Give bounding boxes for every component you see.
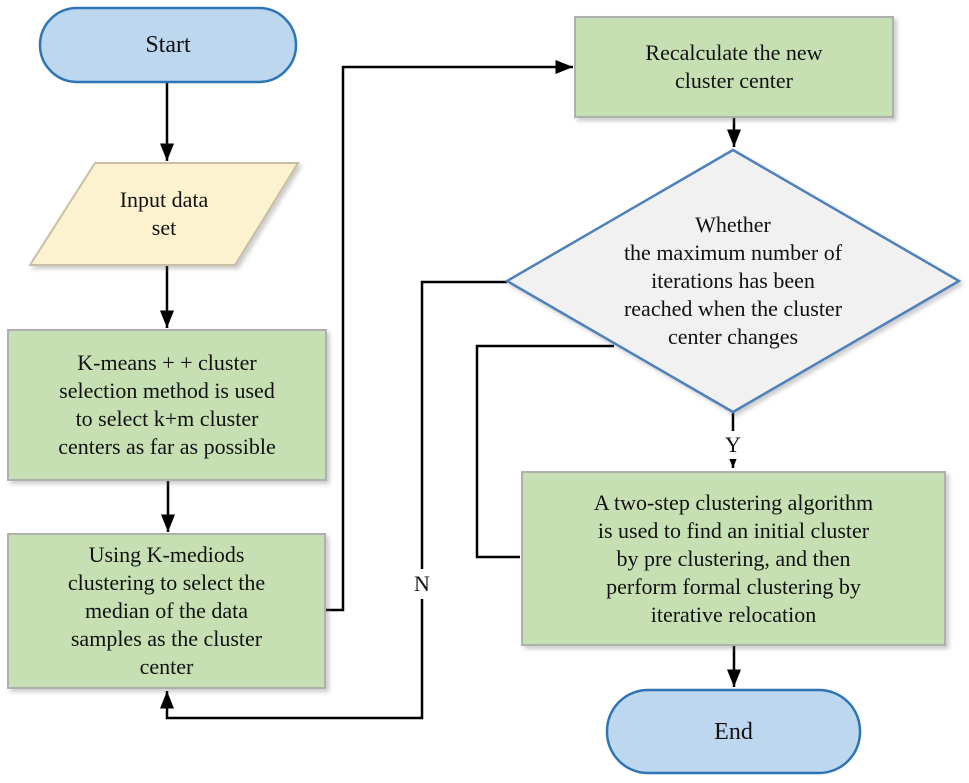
recalculate-label: Recalculate the new cluster center (645, 40, 823, 93)
edge-kmediods-to-recalculate (325, 60, 573, 612)
kmeans-process-shape (7, 329, 327, 481)
end-label: End (714, 718, 753, 745)
kmeans-label: K-means + + cluster selection method is … (58, 350, 276, 459)
twostep-process-shape (521, 471, 946, 646)
edge-twostep-loop (475, 344, 614, 559)
kmediods-label: Using K-mediods clustering to select the… (67, 542, 266, 679)
input-data-parallelogram-shape (28, 162, 300, 266)
yes-edge-label: Y (720, 431, 746, 459)
end-terminator-shape (605, 688, 862, 775)
decision-diamond-shape (504, 148, 962, 414)
start-terminator-shape (38, 6, 298, 84)
kmediods-process-shape (7, 533, 326, 689)
decision-label: Whether the maximum number of iterations… (623, 212, 843, 349)
input-data-label: Input data set (119, 187, 209, 240)
twostep-label: A two-step clustering algorithm is used … (593, 489, 874, 627)
recalculate-process-shape (574, 16, 894, 118)
no-edge-label: N (408, 569, 436, 599)
edge-decision-no-to-kmediods (160, 280, 507, 720)
start-label: Start (145, 32, 191, 58)
